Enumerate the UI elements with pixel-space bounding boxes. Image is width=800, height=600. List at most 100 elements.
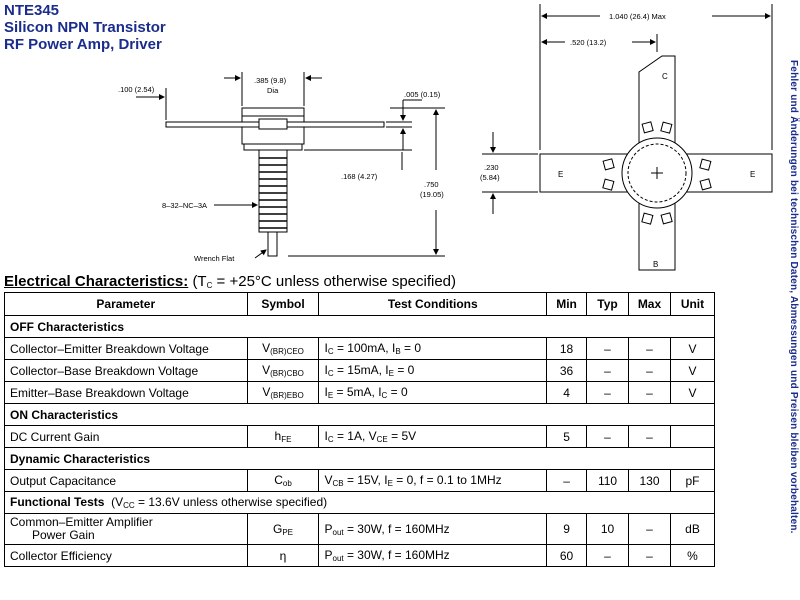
typ-cell: – (586, 337, 629, 360)
top-view-drawing (482, 4, 773, 271)
unit-cell: V (669, 337, 716, 360)
header-min: Min (546, 292, 588, 316)
thread-spec-label: 8–32–NC–3A (162, 201, 207, 210)
dim-flange-height: .168 (4.27) (341, 172, 378, 181)
dim-lead-spacing-mm: (5.84) (480, 173, 500, 182)
pin-collector-label: C (662, 72, 668, 81)
param-cell: Collector Efficiency (4, 544, 248, 567)
min-cell: 4 (546, 381, 588, 404)
min-cell: 36 (546, 359, 588, 382)
min-cell: 18 (546, 337, 588, 360)
unit-cell: % (669, 544, 716, 567)
conditions-cell: IC = 1A, VCE = 5V (318, 425, 548, 448)
wrench-flat-label: Wrench Flat (194, 254, 235, 263)
min-cell: 60 (546, 544, 588, 567)
param-cell: DC Current Gain (4, 425, 248, 448)
side-disclaimer: Fehler und Änderungen bei technischen Da… (788, 60, 799, 534)
typ-cell: 110 (586, 469, 629, 492)
symbol-cell: V(BR)CEO (246, 337, 320, 360)
side-view-drawing (136, 72, 445, 259)
group-row-functional: Functional Tests (VCC = 13.6V unless oth… (4, 491, 715, 514)
conditions-cell: VCB = 15V, IE = 0, f = 0.1 to 1MHz (318, 469, 548, 492)
dim-dia-label: Dia (267, 86, 279, 95)
typ-cell: – (586, 425, 629, 448)
header-parameter: Parameter (4, 292, 248, 316)
dim-lead-width: .100 (2.54) (118, 85, 155, 94)
typ-cell: – (586, 359, 629, 382)
symbol-cell: Cob (246, 469, 320, 492)
table-row: Collector–Emitter Breakdown Voltage V(BR… (4, 337, 716, 360)
ec-condition-sub: C (206, 281, 213, 290)
unit-cell: V (669, 381, 716, 404)
min-cell: 9 (546, 513, 588, 545)
electrical-characteristics-heading: Electrical Characteristics: (TC = +25°C … (4, 273, 456, 290)
group-on-label: ON Characteristics (4, 403, 715, 426)
unit-cell: V (669, 359, 716, 382)
header-test-conditions: Test Conditions (318, 292, 548, 316)
dim-half-width: .520 (13.2) (570, 38, 607, 47)
unit-cell: pF (669, 469, 716, 492)
conditions-cell: Pout = 30W, f = 160MHz (318, 513, 548, 545)
symbol-cell: V(BR)CBO (246, 359, 320, 382)
table-header-row: Parameter Symbol Test Conditions Min Typ… (4, 292, 716, 316)
pin-emitter-left-label: E (558, 170, 563, 179)
symbol-cell: hFE (246, 425, 320, 448)
param-cell: Collector–Emitter Breakdown Voltage (4, 337, 248, 360)
group-row-off: OFF Characteristics (4, 315, 715, 338)
group-dynamic-label: Dynamic Characteristics (4, 447, 715, 470)
title-line-1: Silicon NPN Transistor (4, 19, 166, 36)
dim-lead-thickness: .005 (0.15) (404, 90, 441, 99)
max-cell: 130 (628, 469, 671, 492)
dim-overall-height-mm: (19.05) (420, 190, 444, 199)
typ-cell: – (586, 544, 629, 567)
symbol-cell: GPE (246, 513, 320, 545)
table-row: DC Current Gain hFE IC = 1A, VCE = 5V 5 … (4, 425, 716, 448)
ec-heading-label: Electrical Characteristics: (4, 273, 189, 290)
table-row: Output Capacitance Cob VCB = 15V, IE = 0… (4, 469, 716, 492)
package-outline-drawings: .100 (2.54) .385 (9.8) Dia .005 (0.15) .… (118, 4, 773, 271)
symbol-cell: η (246, 544, 320, 567)
dim-overall-height: .750 (424, 180, 439, 189)
max-cell: – (628, 381, 671, 404)
ec-condition-suffix: = +25°C unless otherwise specified) (212, 273, 457, 290)
min-cell: 5 (546, 425, 588, 448)
header-typ: Typ (586, 292, 629, 316)
param-cell: Output Capacitance (4, 469, 248, 492)
electrical-characteristics-table: Parameter Symbol Test Conditions Min Typ… (4, 292, 716, 567)
dim-overall-width: 1.040 (26.4) Max (609, 12, 666, 21)
unit-cell (669, 425, 716, 448)
typ-cell: – (586, 381, 629, 404)
table-row: Collector Efficiency η Pout = 30W, f = 1… (4, 544, 716, 567)
max-cell: – (628, 425, 671, 448)
group-row-dynamic: Dynamic Characteristics (4, 447, 715, 470)
group-functional-label: Functional Tests (VCC = 13.6V unless oth… (4, 491, 715, 514)
part-number: NTE345 (4, 2, 60, 19)
max-cell: – (628, 513, 671, 545)
conditions-cell: IC = 15mA, IE = 0 (318, 359, 548, 382)
dim-body-diameter: .385 (9.8) (254, 76, 287, 85)
conditions-cell: Pout = 30W, f = 160MHz (318, 544, 548, 567)
max-cell: – (628, 544, 671, 567)
header-max: Max (628, 292, 671, 316)
symbol-cell: V(BR)EBO (246, 381, 320, 404)
max-cell: – (628, 337, 671, 360)
ec-condition-prefix: (T (192, 273, 207, 290)
table-row: Collector–Base Breakdown Voltage V(BR)CB… (4, 359, 716, 382)
header-unit: Unit (669, 292, 716, 316)
max-cell: – (628, 359, 671, 382)
title-line-2: RF Power Amp, Driver (4, 36, 162, 53)
pin-base-label: B (653, 260, 658, 269)
group-off-label: OFF Characteristics (4, 315, 715, 338)
typ-cell: 10 (586, 513, 629, 545)
header-symbol: Symbol (246, 292, 320, 316)
unit-cell: dB (669, 513, 716, 545)
conditions-cell: IC = 100mA, IB = 0 (318, 337, 548, 360)
min-cell: – (546, 469, 588, 492)
param-cell: Collector–Base Breakdown Voltage (4, 359, 248, 382)
param-cell: Emitter–Base Breakdown Voltage (4, 381, 248, 404)
table-row: Emitter–Base Breakdown Voltage V(BR)EBO … (4, 381, 716, 404)
pin-emitter-right-label: E (750, 170, 755, 179)
conditions-cell: IE = 5mA, IC = 0 (318, 381, 548, 404)
